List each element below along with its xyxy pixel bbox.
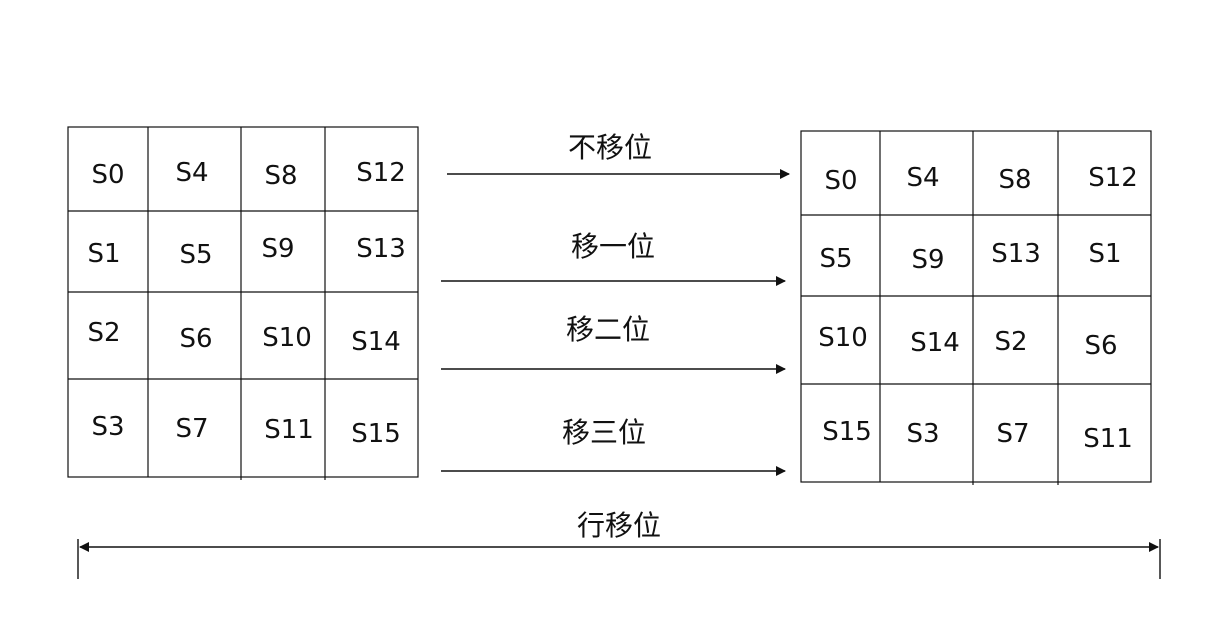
shift-arrows: 不移位 移一位 移二位 移三位 bbox=[441, 131, 790, 476]
input-cell: S11 bbox=[264, 415, 314, 445]
output-cell: S14 bbox=[910, 328, 960, 358]
input-cell: S4 bbox=[175, 158, 208, 188]
input-cell: S10 bbox=[262, 323, 312, 353]
shift-label: 移三位 bbox=[562, 416, 646, 449]
shift-label: 移二位 bbox=[566, 313, 650, 346]
output-cell: S0 bbox=[824, 166, 857, 196]
output-grid-border bbox=[800, 130, 1152, 483]
output-cell: S7 bbox=[996, 419, 1029, 449]
input-cell: S8 bbox=[264, 161, 297, 191]
output-cell: S3 bbox=[906, 419, 939, 449]
input-cell: S12 bbox=[356, 158, 406, 188]
input-cell: S1 bbox=[87, 239, 120, 269]
output-cell: S8 bbox=[998, 165, 1031, 195]
output-cell: S13 bbox=[991, 239, 1041, 269]
input-cell: S6 bbox=[179, 324, 212, 354]
output-cell: S5 bbox=[819, 244, 852, 274]
output-cell: S6 bbox=[1084, 331, 1117, 361]
input-cell: S13 bbox=[356, 234, 406, 264]
input-cell: S3 bbox=[91, 412, 124, 442]
output-cell: S11 bbox=[1083, 424, 1133, 454]
input-cell: S2 bbox=[87, 318, 120, 348]
input-cell: S15 bbox=[351, 419, 401, 449]
input-grid-border bbox=[67, 126, 419, 478]
output-cell: S2 bbox=[994, 327, 1027, 357]
row-shift-span: 行移位 bbox=[77, 509, 1161, 579]
input-cell: S0 bbox=[91, 160, 124, 190]
output-grid: S0 S4 S8 S12 S5 S9 S13 S1 S10 S14 S2 S6 … bbox=[800, 130, 1152, 485]
output-cell: S4 bbox=[906, 163, 939, 193]
output-cell: S12 bbox=[1088, 163, 1138, 193]
output-cell: S10 bbox=[818, 323, 868, 353]
shift-label: 移一位 bbox=[571, 230, 655, 263]
input-cell: S14 bbox=[351, 327, 401, 357]
input-cell: S5 bbox=[179, 240, 212, 270]
output-cell: S1 bbox=[1088, 239, 1121, 269]
bottom-label: 行移位 bbox=[577, 509, 661, 542]
input-grid: S0 S4 S8 S12 S1 S5 S9 S13 S2 S6 S10 S14 … bbox=[67, 126, 419, 480]
output-cell: S15 bbox=[822, 417, 872, 447]
input-cell: S9 bbox=[261, 234, 294, 264]
shift-label: 不移位 bbox=[568, 131, 652, 164]
input-cell: S7 bbox=[175, 414, 208, 444]
output-cell: S9 bbox=[911, 245, 944, 275]
